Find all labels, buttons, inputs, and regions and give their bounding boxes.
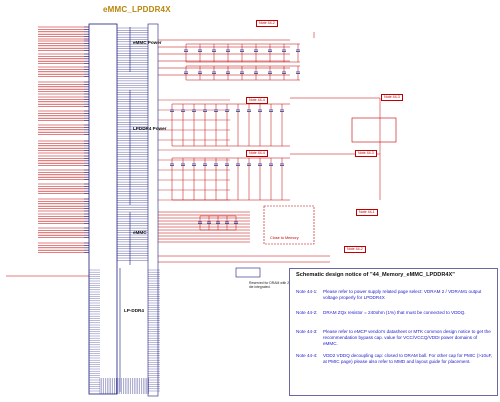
note-tag: Note 44-3 — [381, 94, 403, 101]
note-text: Please refer to eMCP vendor's datasheet … — [323, 329, 491, 346]
note-tag: Note 44-2 — [256, 20, 278, 27]
design-notes-panel: Schematic design notice of "44_Memory_eM… — [289, 268, 498, 396]
note-tag: Note 44-4 — [246, 97, 268, 104]
note-tag: Note 44-4 — [246, 150, 268, 157]
note-tag: Note 44-1 — [356, 209, 378, 216]
left-signal-wires — [6, 26, 89, 277]
note-id: Note 44-3: — [296, 329, 318, 334]
note-text: VDD2 VDDQ decoupling cap: closed to DRAM… — [323, 353, 493, 364]
note-id: Note 44-2: — [296, 310, 318, 315]
close-to-memory-box — [263, 205, 315, 245]
section-lpddr4-power-label: LPDDR4 Power — [133, 126, 167, 131]
section-lpddr4-label: LP-DDR4 — [124, 308, 144, 313]
note-text: Please refer to power supply related pag… — [323, 289, 482, 300]
right-signal-wires — [117, 27, 381, 263]
reserved-note: Reserved for DRAM with 2-die integrated. — [249, 281, 291, 289]
section-emmc-power-label: eMMC Power — [133, 40, 162, 45]
reserved-box — [235, 267, 261, 278]
decoupling-capacitor-blocks — [170, 43, 300, 231]
ic-body-right — [147, 23, 159, 397]
note-id: Note 44-1: — [296, 289, 318, 294]
sheet-title: eMMC_LPDDR4X — [103, 5, 171, 14]
esd-box — [351, 117, 397, 143]
close-to-memory-label: Close to Memory — [270, 236, 299, 240]
note-tag: Note 44-3 — [355, 150, 377, 157]
section-dividers — [119, 27, 131, 392]
ic-body — [88, 23, 118, 395]
bottom-pin-stubs — [89, 269, 160, 394]
notes-heading: Schematic design notice of "44_Memory_eM… — [296, 272, 455, 278]
note-text: DRAM ZQx resistor = 240ohm (1%) that mus… — [323, 310, 466, 315]
note-tag: Note 44-2 — [344, 246, 366, 253]
section-emmc-label: eMMC — [133, 230, 147, 235]
note-id: Note 44-4: — [296, 353, 318, 358]
